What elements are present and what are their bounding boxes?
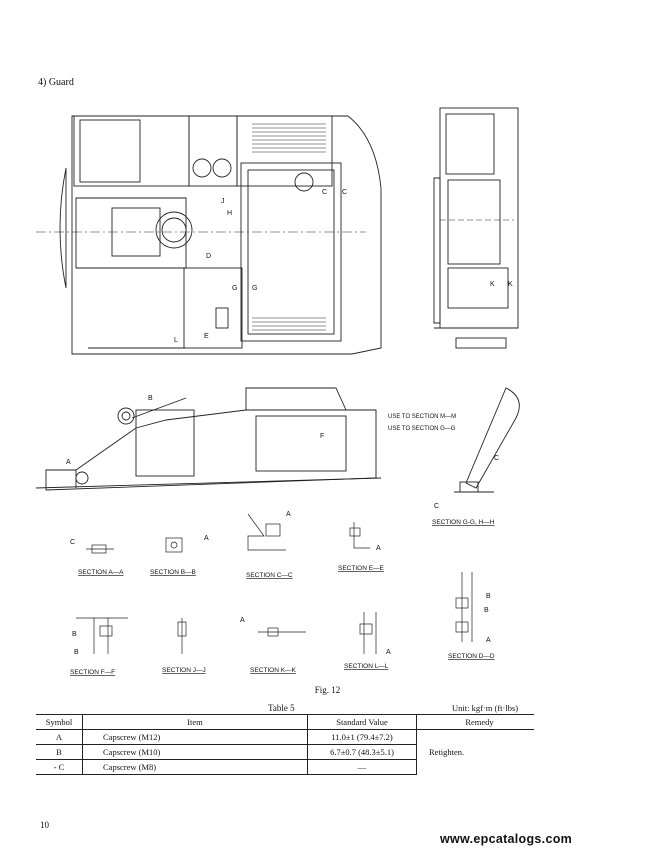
table-row: - C Capscrew (M8) —	[36, 759, 534, 775]
callout-k1: K	[490, 281, 495, 288]
side-view	[433, 107, 519, 349]
torque-spec-table: Symbol Item Standard Value Remedy A Caps…	[36, 714, 534, 775]
cell-item: Capscrew (M8)	[82, 759, 308, 775]
table-header-row: Symbol Item Standard Value Remedy	[36, 714, 534, 730]
section-gh-label: SECTION G-G, H—H	[432, 519, 495, 526]
callout-h: H	[227, 210, 232, 217]
section-kk-label: SECTION K—K	[250, 667, 297, 674]
callout-g2: G	[252, 285, 257, 292]
header-symbol: Symbol	[36, 714, 83, 730]
callout-c3: C	[494, 455, 499, 462]
section-ff-label: SECTION F—F	[70, 669, 115, 676]
callout-a6: A	[386, 649, 391, 656]
callout-b5: B	[484, 607, 489, 614]
table-row: A Capscrew (M12) 11.0±1 (79.4±7.2) Retig…	[36, 729, 534, 757]
table-unit: Unit: kgf·m (ft·lbs)	[452, 703, 519, 713]
callout-k2: K	[508, 281, 513, 288]
section-cc-label: SECTION C—C	[246, 572, 293, 579]
cell-standard: 6.7±0.7 (48.3±5.1)	[307, 744, 417, 760]
section-heading: 4) Guard	[38, 77, 74, 88]
section-ll-label: SECTION L—L	[344, 663, 389, 670]
header-standard: Standard Value	[307, 714, 417, 730]
header-item: Item	[82, 714, 308, 730]
note-section-g: USE TO SECTION G—G	[388, 426, 456, 432]
callout-b3: B	[74, 649, 79, 656]
header-remedy: Remedy	[416, 714, 534, 730]
callout-a7: A	[486, 637, 491, 644]
callout-a3: A	[286, 511, 291, 518]
top-plan-view	[36, 115, 382, 355]
cell-symbol: - C	[36, 759, 83, 775]
table-row: B Capscrew (M10) 6.7±0.7 (48.3±5.1)	[36, 744, 534, 760]
note-section-m: USE TO SECTION M—M	[388, 414, 456, 420]
callout-g1: G	[232, 285, 237, 292]
cell-remedy: Retighten.	[429, 747, 465, 758]
section-dd-label: SECTION D—D	[448, 653, 495, 660]
cell-item: Capscrew (M10)	[82, 744, 308, 760]
callout-j: J	[221, 198, 225, 205]
section-ee-label: SECTION E—E	[338, 565, 385, 572]
cell-symbol: B	[36, 744, 83, 760]
figure-caption: Fig. 12	[314, 685, 341, 695]
watermark-url: www.epcatalogs.com	[440, 832, 573, 846]
page-number: 10	[40, 820, 49, 830]
cell-standard: 11.0±1 (79.4±7.2)	[307, 729, 417, 745]
callout-a2: A	[204, 535, 209, 542]
callout-c1: C	[322, 189, 327, 196]
cell-standard: —	[307, 759, 417, 775]
callout-f: F	[320, 433, 324, 440]
callout-a: A	[66, 459, 71, 466]
callout-c4: C	[434, 503, 439, 510]
callout-e: E	[204, 333, 209, 340]
section-aa-label: SECTION A—A	[78, 569, 124, 576]
callout-a4: A	[376, 545, 381, 552]
callout-b2: B	[72, 631, 77, 638]
cell-item: Capscrew (M12)	[82, 729, 308, 745]
section-details	[76, 513, 473, 654]
callout-c5: C	[70, 539, 75, 546]
callout-c2: C	[342, 189, 347, 196]
guard-drawing: J H C C D G G L E K K B A F C C C A A A …	[36, 107, 520, 676]
section-jj-label: SECTION J—J	[162, 667, 206, 674]
table-title: Table 5	[268, 703, 295, 713]
callout-a5: A	[240, 617, 245, 624]
section-bb-label: SECTION B—B	[150, 569, 196, 576]
callout-d: D	[206, 253, 211, 260]
side-elevation-view	[36, 387, 520, 493]
callout-b4: B	[486, 593, 491, 600]
callout-l: L	[174, 337, 178, 344]
cell-symbol: A	[36, 729, 83, 745]
callout-b: B	[148, 395, 153, 402]
